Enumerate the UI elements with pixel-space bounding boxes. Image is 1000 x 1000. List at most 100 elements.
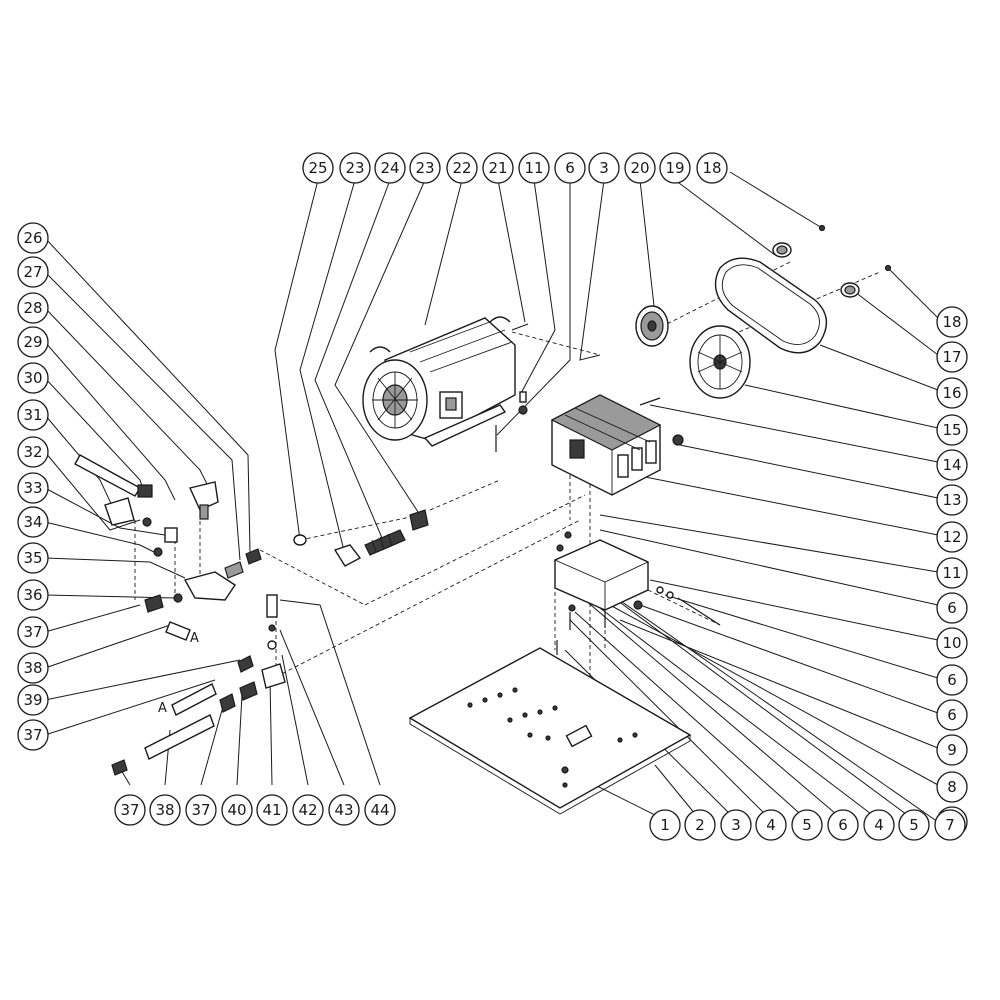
callout-circle xyxy=(446,152,478,184)
callout-balloon-c3b: 3 xyxy=(720,809,752,841)
callout-circle xyxy=(149,794,181,826)
callout-balloon-c18a: 18 xyxy=(696,152,728,184)
callout-number: 4 xyxy=(766,816,776,834)
callout-circle xyxy=(328,794,360,826)
callout-balloon-c23b: 23 xyxy=(409,152,441,184)
pump-pulley xyxy=(689,325,751,399)
reference-letter-a-upper: A xyxy=(190,631,199,646)
callout-number: 37 xyxy=(23,623,42,641)
callout-circle xyxy=(409,152,441,184)
callout-balloon-c38b: 38 xyxy=(149,794,181,826)
base-plate xyxy=(408,647,692,815)
callout-number: 28 xyxy=(23,299,42,317)
callout-number: 5 xyxy=(802,816,812,834)
callout-number: 11 xyxy=(942,564,961,582)
callout-circle xyxy=(936,484,968,516)
callout-circle xyxy=(17,256,49,288)
callout-number: 31 xyxy=(23,406,42,424)
callout-number: 15 xyxy=(942,421,961,439)
callout-number: 43 xyxy=(334,801,353,819)
callout-balloon-c20: 20 xyxy=(624,152,656,184)
callout-circle xyxy=(339,152,371,184)
callout-balloon-c4a: 4 xyxy=(755,809,787,841)
callout-circle xyxy=(17,684,49,716)
callout-balloon-c5b: 5 xyxy=(898,809,930,841)
callout-number: 22 xyxy=(452,159,471,177)
callout-balloon-c18b: 18 xyxy=(936,306,968,338)
callout-circle xyxy=(518,152,550,184)
callout-balloon-c21: 21 xyxy=(482,152,514,184)
callout-circle xyxy=(185,794,217,826)
callout-number: 6 xyxy=(838,816,848,834)
callout-circle xyxy=(17,652,49,684)
callout-number: 39 xyxy=(23,691,42,709)
callout-circle xyxy=(17,222,49,254)
callout-balloon-c6e: 6 xyxy=(827,809,859,841)
callout-balloon-c43: 43 xyxy=(328,794,360,826)
callout-circle xyxy=(936,627,968,659)
callout-balloon-c39: 39 xyxy=(17,684,49,716)
callout-balloon-c15: 15 xyxy=(936,414,968,446)
callout-balloon-c24: 24 xyxy=(374,152,406,184)
electric-motor xyxy=(362,316,529,447)
callout-number: 6 xyxy=(565,159,575,177)
callout-circle xyxy=(114,794,146,826)
callout-number: 7 xyxy=(945,816,955,834)
callout-circle xyxy=(17,362,49,394)
callout-circle xyxy=(936,449,968,481)
callout-balloon-c9: 9 xyxy=(936,734,968,766)
callout-circle xyxy=(588,152,620,184)
callout-circle xyxy=(936,699,968,731)
callout-balloon-c32: 32 xyxy=(17,436,49,468)
callout-circle xyxy=(936,306,968,338)
callout-circle xyxy=(936,521,968,553)
v-belt xyxy=(714,257,828,354)
callout-number: 25 xyxy=(308,159,327,177)
callout-balloon-c1: 1 xyxy=(649,809,681,841)
callout-balloon-c25: 25 xyxy=(302,152,334,184)
callout-number: 32 xyxy=(23,443,42,461)
callout-circle xyxy=(936,734,968,766)
callout-number: 41 xyxy=(262,801,281,819)
suction-hose-parts xyxy=(293,509,429,567)
callout-circle xyxy=(936,341,968,373)
callout-number: 6 xyxy=(947,671,957,689)
callout-circle xyxy=(221,794,253,826)
callout-balloon-c6a: 6 xyxy=(554,152,586,184)
callout-balloon-c36: 36 xyxy=(17,579,49,611)
pump-mount-bracket xyxy=(553,531,721,626)
callout-balloon-c37c: 37 xyxy=(114,794,146,826)
callout-circle xyxy=(17,616,49,648)
callout-balloon-c17: 17 xyxy=(936,341,968,373)
callout-number: 23 xyxy=(415,159,434,177)
callout-number: 11 xyxy=(524,159,543,177)
callout-number: 37 xyxy=(23,726,42,744)
callout-balloon-c30: 30 xyxy=(17,362,49,394)
callout-balloon-c27: 27 xyxy=(17,256,49,288)
callout-balloon-c35: 35 xyxy=(17,542,49,574)
callout-balloon-c13: 13 xyxy=(936,484,968,516)
callout-number: 44 xyxy=(370,801,389,819)
callout-number: 29 xyxy=(23,333,42,351)
callout-number: 35 xyxy=(23,549,42,567)
callout-circle xyxy=(302,152,334,184)
callout-number: 6 xyxy=(947,599,957,617)
motor-pulley xyxy=(635,305,669,347)
callout-balloon-c7b: 7 xyxy=(934,809,966,841)
callout-circle xyxy=(17,579,49,611)
callout-number: 6 xyxy=(947,706,957,724)
callout-balloon-c19: 19 xyxy=(659,152,691,184)
callout-balloon-c22: 22 xyxy=(446,152,478,184)
callout-circle xyxy=(364,794,396,826)
callout-number: 17 xyxy=(942,348,961,366)
unloader-valve-assembly xyxy=(74,454,262,641)
motor-bolts xyxy=(495,391,528,452)
callout-balloon-c11a: 11 xyxy=(518,152,550,184)
callout-circle xyxy=(624,152,656,184)
callout-circle xyxy=(827,809,859,841)
callout-number: 36 xyxy=(23,586,42,604)
callout-balloon-c8: 8 xyxy=(936,771,968,803)
callout-number: 34 xyxy=(23,513,42,531)
